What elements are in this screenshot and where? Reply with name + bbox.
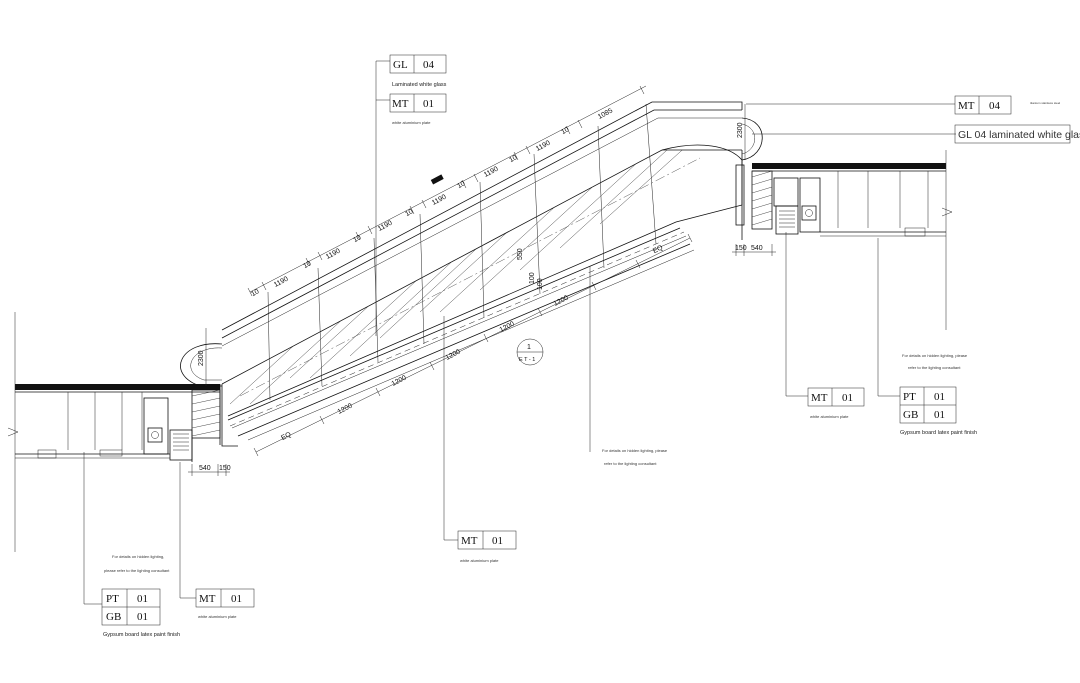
dim-top-9: 10: [456, 180, 466, 190]
right-base-dimensions: 150 540: [732, 244, 776, 256]
section-ref: E T - 1: [519, 357, 535, 363]
dim-top-11: 10: [508, 154, 518, 164]
dim-top-7: 10: [404, 208, 414, 218]
tag-num-1: 01: [137, 593, 148, 605]
dim-150-right: 150: [735, 245, 747, 252]
dim-top-12: 1190: [535, 140, 552, 153]
tag-caption: Laminated white glass: [392, 82, 447, 88]
tag-num: 01: [492, 535, 503, 547]
dim-540-left: 540: [199, 465, 211, 472]
tag-mt01-center[interactable]: MT 01 white aluminium plate: [457, 530, 517, 563]
tag-gl04-top[interactable]: GL 04 Laminated white glass: [389, 54, 447, 88]
dim-top-13: 10: [560, 126, 570, 136]
tag-pt-gb-left[interactable]: PT 01 GB 01 Gypsum board latex paint fin…: [101, 588, 180, 638]
dim-vertical-100b: 100: [537, 278, 544, 290]
tag-caption: white aluminium plate: [198, 614, 237, 619]
note-line-1: For details on hidden lighting, please: [902, 353, 968, 358]
dim-top-1: 10: [250, 288, 260, 298]
left-base-dimensions: 540 150: [188, 464, 231, 476]
dim-top-4: 1190: [325, 248, 342, 261]
tag-text: GL 04 laminated white glass: [958, 129, 1080, 141]
tag-num-2: 01: [137, 611, 148, 623]
dim-vertical-550: 550: [517, 248, 524, 260]
tag-num: 01: [842, 392, 853, 404]
tag-mt04-right[interactable]: MT 04 titanium stainless steel: [954, 95, 1061, 115]
note-lighting-left: For details on hidden lighting, please r…: [104, 554, 170, 573]
dim-top-8: 1190: [431, 194, 448, 207]
note-line-1: For details on hidden lighting, please: [602, 448, 668, 453]
dim-top-3: 10: [302, 260, 312, 270]
dim-150-left: 150: [219, 465, 231, 472]
tag-code-1: PT: [903, 391, 916, 403]
vertical-dimensions: 550 100 100 2300 2300: [198, 104, 746, 386]
note-line-2: please refer to the lighting consultant: [104, 568, 170, 573]
section-marker: 1 E T - 1: [516, 338, 544, 366]
dim-bottom-6: 1200: [553, 295, 570, 308]
left-floor-assembly: [7, 312, 221, 552]
tag-caption: Gypsum board latex paint finish: [103, 632, 180, 638]
bottom-dimension-chain: EQ 1200 1200 1200 1200 1200 EQ: [253, 233, 693, 457]
tag-code: MT: [461, 535, 478, 547]
tag-code-2: GB: [903, 409, 918, 421]
tag-num-1: 01: [934, 391, 945, 403]
note-line-2: refer to the lighting consultant: [908, 365, 961, 370]
dim-top-2: 1190: [273, 276, 290, 289]
tag-code-2: GB: [106, 611, 121, 623]
tag-code: MT: [811, 392, 828, 404]
tag-caption: titanium stainless steel: [1030, 101, 1061, 105]
dim-bottom-7: EQ: [652, 244, 665, 255]
tag-num: 01: [231, 593, 242, 605]
escalator-body: [180, 101, 763, 447]
dim-bottom-5: 1200: [499, 321, 516, 334]
dim-bottom-3: 1200: [391, 375, 408, 388]
tag-caption: Gypsum board latex paint finish: [900, 430, 977, 436]
dim-vertical-right: 2300: [737, 122, 744, 138]
tag-code: GL: [393, 59, 408, 71]
tag-mt01-right-low[interactable]: MT 01 white aluminium plate: [807, 387, 865, 419]
tag-caption: white aluminium plate: [810, 414, 849, 419]
tag-code: MT: [958, 100, 975, 112]
note-line-1: For details on hidden lighting,: [112, 554, 164, 559]
dim-bottom-2: 1200: [337, 403, 354, 416]
tag-caption: white aluminium plate: [460, 558, 499, 563]
tag-code-1: PT: [106, 593, 119, 605]
dim-top-6: 1190: [377, 220, 394, 233]
dim-vertical-left: 2300: [198, 350, 205, 366]
tag-pt-gb-right[interactable]: PT 01 GB 01 Gypsum board latex paint fin…: [899, 386, 977, 436]
dim-bottom-4: 1200: [445, 349, 462, 362]
tag-mt01-top[interactable]: MT 01 white aluminium plate: [389, 93, 447, 125]
leader-lines: [83, 60, 956, 605]
dim-bottom-1: EQ: [280, 431, 293, 442]
note-lighting-center: For details on hidden lighting, please r…: [602, 448, 668, 466]
tag-code: MT: [392, 98, 409, 110]
dim-vertical-100a: 100: [529, 272, 536, 284]
tag-num: 04: [989, 100, 1001, 112]
dim-540-right: 540: [751, 245, 763, 252]
dim-top-5: 10: [352, 234, 362, 244]
tag-code: MT: [199, 593, 216, 605]
tag-caption: white aluminium plate: [392, 120, 431, 125]
note-lighting-right: For details on hidden lighting, please r…: [902, 353, 968, 370]
right-floor-assembly: [735, 150, 953, 330]
section-number: 1: [527, 344, 531, 351]
note-line-2: refer to the lighting consultant: [604, 461, 657, 466]
tag-num-2: 01: [934, 409, 945, 421]
tag-num: 04: [423, 59, 435, 71]
tag-mt01-left-low[interactable]: MT 01 white aluminium plate: [195, 588, 255, 619]
tag-num: 01: [423, 98, 434, 110]
dim-top-10: 1190: [483, 166, 500, 179]
dim-top-14: 1085: [597, 107, 614, 121]
tag-gl04-right[interactable]: GL 04 laminated white glass: [954, 124, 1080, 144]
